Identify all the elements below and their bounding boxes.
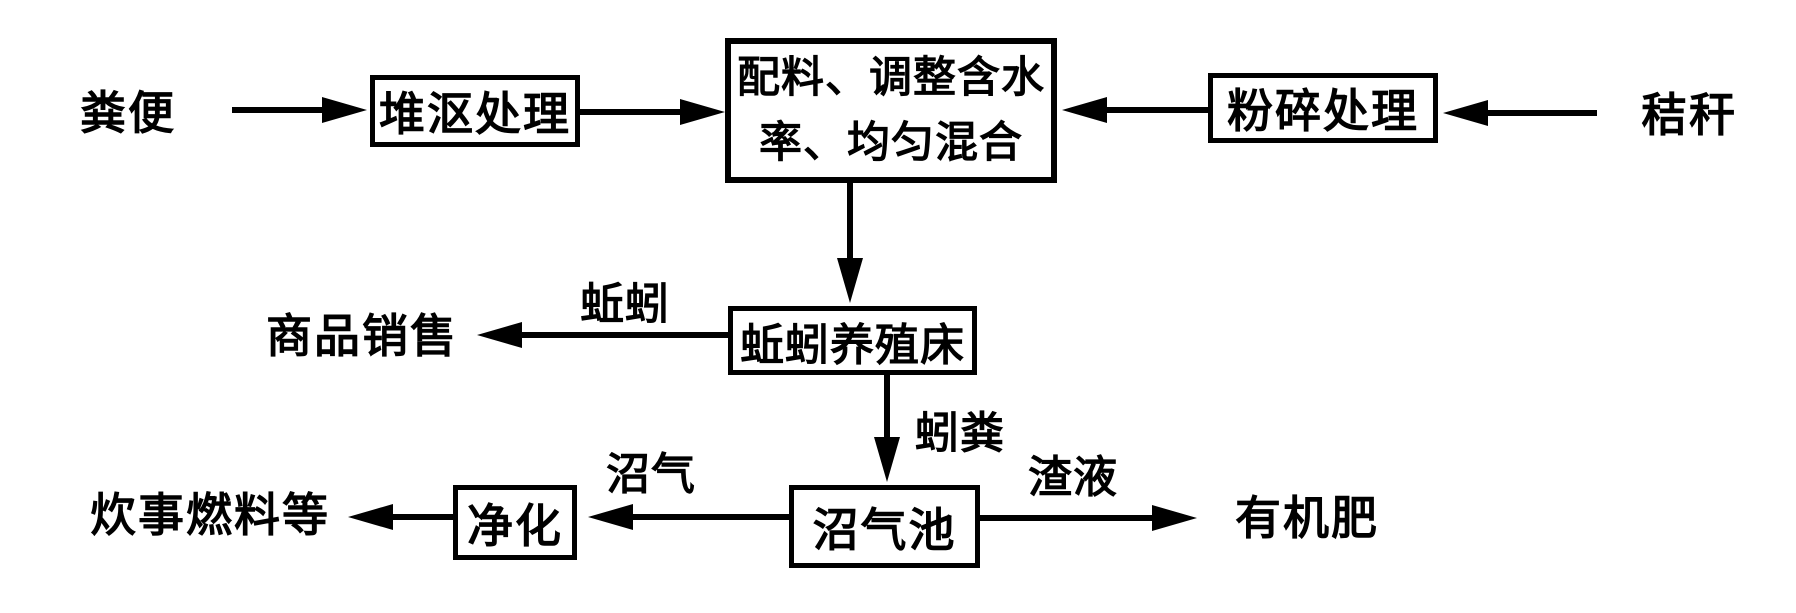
box-biogas-pool: 沼气池 [789,485,980,568]
edge-label-residue: 渣液 [1028,452,1118,503]
box-biogas-pool-label: 沼气池 [812,502,957,557]
edge-label-biogas: 沼气 [606,449,696,500]
node-sales-label: 商品销售 [266,309,458,363]
box-crushing-label: 粉碎处理 [1227,84,1419,138]
arrow-head [588,504,633,530]
arrow-shaft [884,375,890,439]
box-purification-label: 净化 [467,498,563,553]
arrow-head [1443,100,1488,126]
arrow-shaft [580,109,682,115]
box-compost-label: 堆沤处理 [379,87,571,141]
box-mixing-line1: 配料、调整含水 [737,53,1045,103]
arrow-shaft [980,515,1153,521]
arrow-head [1062,97,1107,123]
node-straw-label: 秸秆 [1641,88,1737,142]
node-cooking-fuel-label: 炊事燃料等 [90,488,330,542]
box-purification: 净化 [453,485,577,560]
arrow-head [322,97,367,123]
box-worm-bed: 蚯蚓养殖床 [728,306,977,375]
edge-label-worm-castings: 蚓粪 [915,408,1005,459]
arrow-shaft [1106,107,1208,113]
arrow-shaft [847,183,853,261]
arrow-shaft [392,514,453,520]
arrow-head [680,99,725,125]
arrow-head [874,437,900,482]
arrow-head [348,504,393,530]
box-mixing: 配料、调整含水 率、均匀混合 [725,38,1057,183]
box-crushing: 粉碎处理 [1208,73,1438,143]
node-organic-fertilizer-label: 有机肥 [1235,491,1379,545]
box-mixing-line2: 率、均匀混合 [759,117,1023,168]
node-feces-label: 粪便 [80,86,176,140]
arrow-shaft [632,514,789,520]
arrow-head [837,258,863,303]
arrow-head [477,322,522,348]
edge-label-earthworm: 蚯蚓 [580,279,670,330]
box-worm-bed-label: 蚯蚓养殖床 [740,319,965,371]
arrow-head [1152,505,1197,531]
arrow-shaft [232,107,325,113]
arrow-shaft [1487,110,1597,116]
box-compost: 堆沤处理 [370,75,580,147]
arrow-shaft [519,332,728,338]
